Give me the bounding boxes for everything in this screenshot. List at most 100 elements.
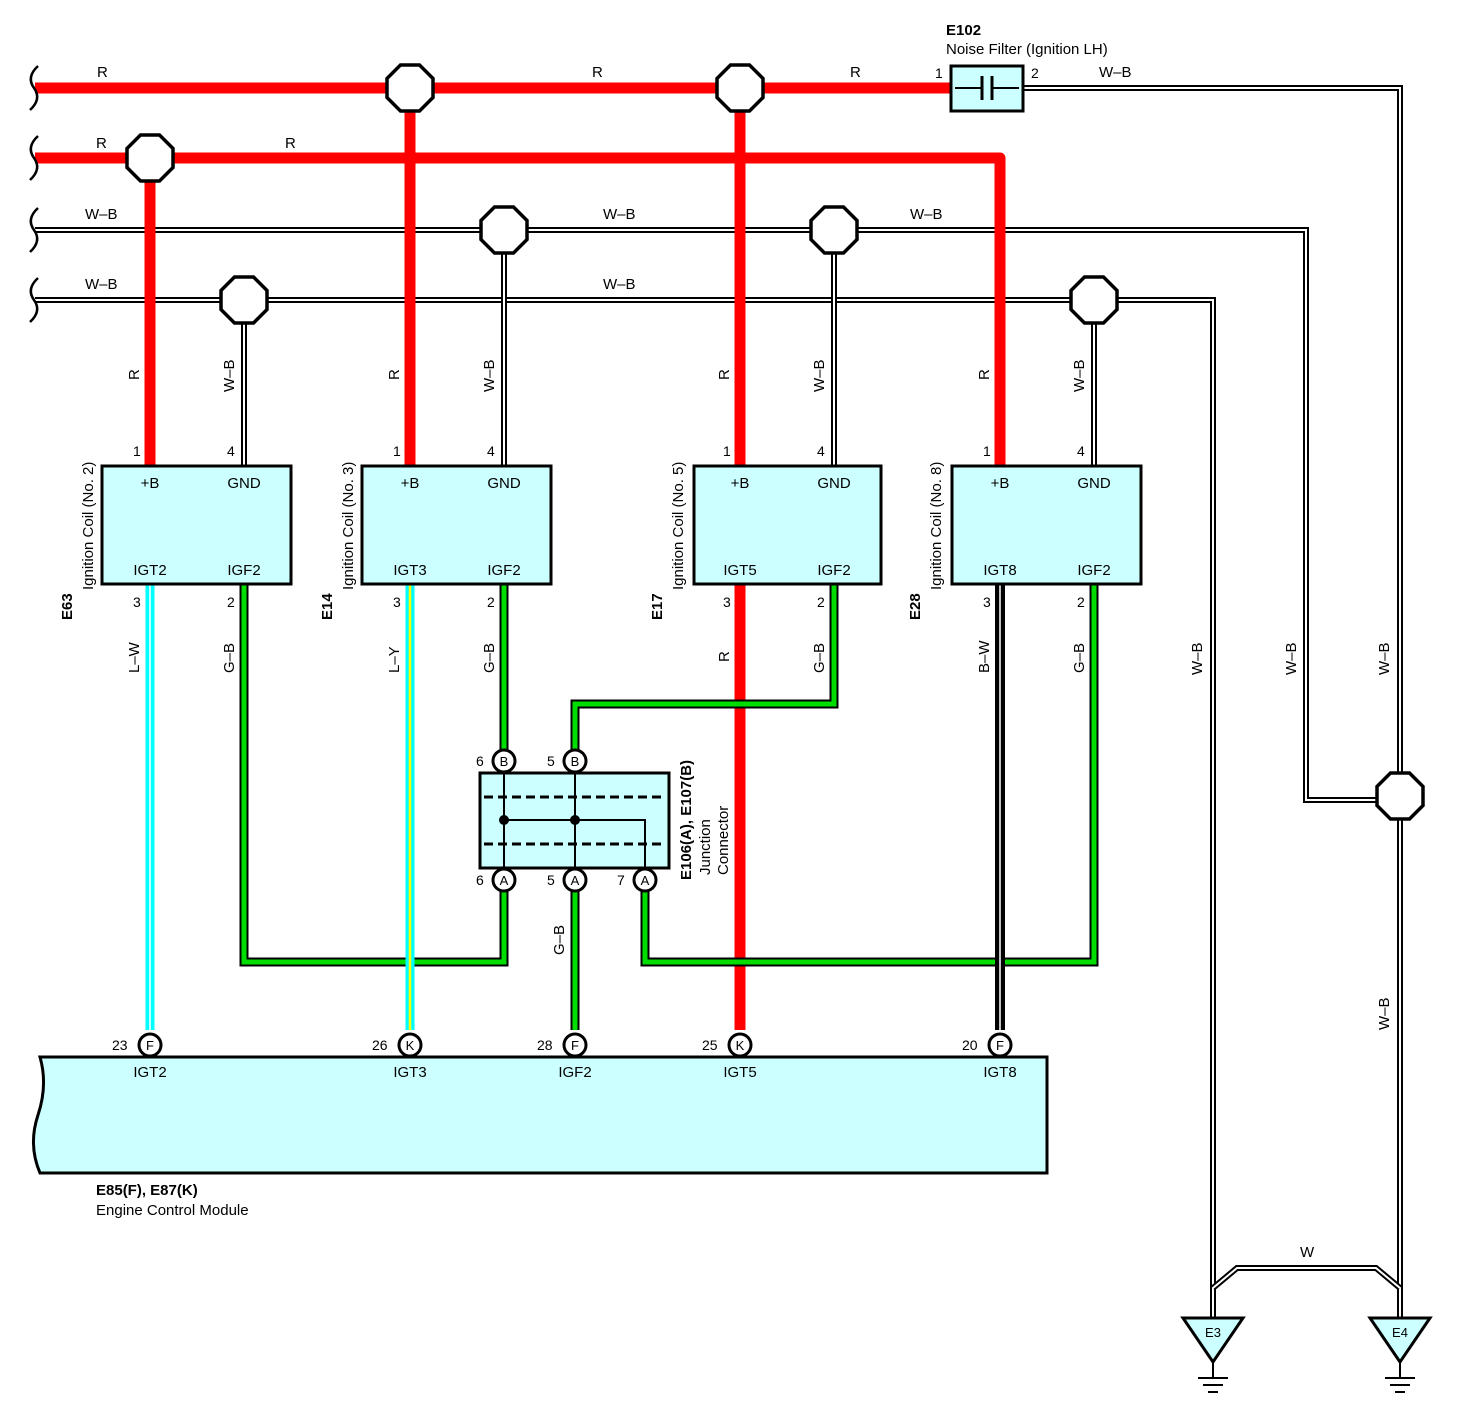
wire-label: L–W (126, 641, 143, 673)
junction-pin-b6 (491, 748, 517, 774)
wire-w-ground-jumper (1211, 1265, 1402, 1291)
wire-label: L–Y (386, 646, 403, 673)
coil-4-box (950, 464, 1143, 586)
noise-filter: E102 Noise Filter (Ignition LH) 1 2 (935, 22, 1108, 113)
coil-2-pin-igt: 3 (393, 594, 401, 610)
ecm-pin-28-num: 28 (537, 1037, 553, 1053)
splices (125, 63, 1425, 821)
wire-label: B–W (976, 640, 993, 673)
coil-1-pin-gnd: 4 (227, 443, 235, 459)
splice-r1-a (385, 63, 435, 113)
coil-1-box (100, 464, 293, 586)
junction-connector: B 6 B 5 A 6 A 5 A 7 E106(A), E107(B) Jun… (476, 748, 732, 893)
ignition-coil-3: +B GND IGT5 IGF2 1 4 3 2 E17 Ignition Co… (649, 443, 883, 620)
coil-2-term-igt: IGT3 (393, 562, 426, 579)
ecm-pin-20 (987, 1032, 1013, 1058)
ecm-pin-23-num: 23 (112, 1037, 128, 1053)
coil-4-code: E28 (907, 593, 924, 620)
coil-4-pin-igf: 2 (1077, 594, 1085, 610)
wire-label: W–B (1283, 642, 1300, 675)
coil-4-term-pb: +B (991, 475, 1010, 492)
splice-wb3-a (479, 205, 529, 255)
ecm-pin-23-label: IGT2 (133, 1064, 166, 1081)
ecm-pin-28-label: IGF2 (558, 1064, 591, 1081)
wb-wires (35, 85, 1403, 1320)
ecm-pin-28 (562, 1032, 588, 1058)
ecm-pin-26-letter: K (406, 1038, 415, 1053)
coil-4-term-igt: IGT8 (983, 562, 1016, 579)
junction-pin-a7 (632, 867, 658, 893)
ecm-pin-26-num: 26 (372, 1037, 388, 1053)
coil-1-term-pb: +B (141, 475, 160, 492)
junction-pin-b5-num: 5 (547, 753, 555, 769)
junction-pin-b5-letter: B (571, 754, 580, 769)
ecm-pin-23-letter: F (146, 1038, 154, 1053)
wire-label: W–B (603, 206, 636, 223)
ground-e3: E3 (1180, 1316, 1246, 1393)
wire-label: W–B (1376, 642, 1393, 675)
wire-label: W–B (85, 276, 118, 293)
coil-2-term-pb: +B (401, 475, 420, 492)
junction-pin-a5-letter: A (571, 873, 580, 888)
wire-label: W–B (910, 206, 943, 223)
wire-label: R (285, 135, 296, 152)
splice-ground-e4 (1375, 771, 1425, 821)
coil-1-pin-igt: 3 (133, 594, 141, 610)
wire-label: R (386, 369, 403, 380)
coil-3-code: E17 (649, 593, 666, 620)
wire-break-marks (29, 65, 39, 323)
wire-label: G–B (481, 643, 498, 673)
junction-code: E106(A), E107(B) (678, 760, 695, 880)
junction-pin-a6-letter: A (500, 873, 509, 888)
coil-2-pin-igf: 2 (487, 594, 495, 610)
coil-4-term-gnd: GND (1077, 475, 1111, 492)
engine-control-module: F 23 IGT2 K 26 IGT3 F 28 IGF2 K 25 IGT5 … (32, 1032, 1049, 1219)
coil-3-name: Ignition Coil (No. 5) (670, 462, 687, 590)
wire-label: R (850, 64, 861, 81)
coil-1-term-igf: IGF2 (227, 562, 260, 579)
splice-wb3-b (809, 205, 859, 255)
coil-2-pin-pb: 1 (393, 443, 401, 459)
ecm-pin-20-letter: F (996, 1038, 1004, 1053)
wire-label: R (126, 369, 143, 380)
noise-filter-pin-in: 1 (935, 65, 943, 81)
igt-wires (145, 584, 1005, 1030)
ecm-box (32, 1055, 1049, 1175)
junction-pin-a7-num: 7 (617, 872, 625, 888)
coil-1-pin-pb: 1 (133, 443, 141, 459)
junction-pin-b6-letter: B (500, 754, 509, 769)
coil-2-box (360, 464, 553, 586)
wire-label: W–B (221, 359, 238, 392)
wire-label: G–B (1071, 643, 1088, 673)
wire-label: R (592, 64, 603, 81)
coil-1-pin-igf: 2 (227, 594, 235, 610)
wire-label: R (976, 369, 993, 380)
splice-wb4-a (219, 275, 269, 325)
wire-label: W–B (603, 276, 636, 293)
ecm-pin-26-label: IGT3 (393, 1064, 426, 1081)
junction-pin-a6-num: 6 (476, 872, 484, 888)
wire-label: R (716, 651, 733, 662)
coil-2-term-igf: IGF2 (487, 562, 520, 579)
wire-label: R (96, 135, 107, 152)
splice-r2-a (125, 133, 175, 183)
coil-2-code: E14 (319, 593, 336, 620)
wire-gb-coil3-igf (572, 584, 837, 750)
splice-r1-b (715, 63, 765, 113)
coil-1-term-igt: IGT2 (133, 562, 166, 579)
wire-label: W (1300, 1244, 1315, 1261)
wire-label: W–B (481, 359, 498, 392)
ecm-pin-23 (137, 1032, 163, 1058)
ground-e4: E4 (1367, 1316, 1433, 1393)
ground-e3-symbol (1180, 1316, 1246, 1365)
ecm-pin-20-label: IGT8 (983, 1064, 1016, 1081)
ecm-code: E85(F), E87(K) (96, 1182, 198, 1199)
junction-pin-a5-num: 5 (547, 872, 555, 888)
wire-label: W–B (1071, 359, 1088, 392)
ecm-name: Engine Control Module (96, 1202, 249, 1219)
junction-pin-a7-letter: A (641, 873, 650, 888)
green-wires (239, 584, 1099, 1030)
splice-wb4-b (1069, 275, 1119, 325)
ignition-coil-2: +B GND IGT3 IGF2 1 4 3 2 E14 Ignition Co… (319, 443, 553, 620)
